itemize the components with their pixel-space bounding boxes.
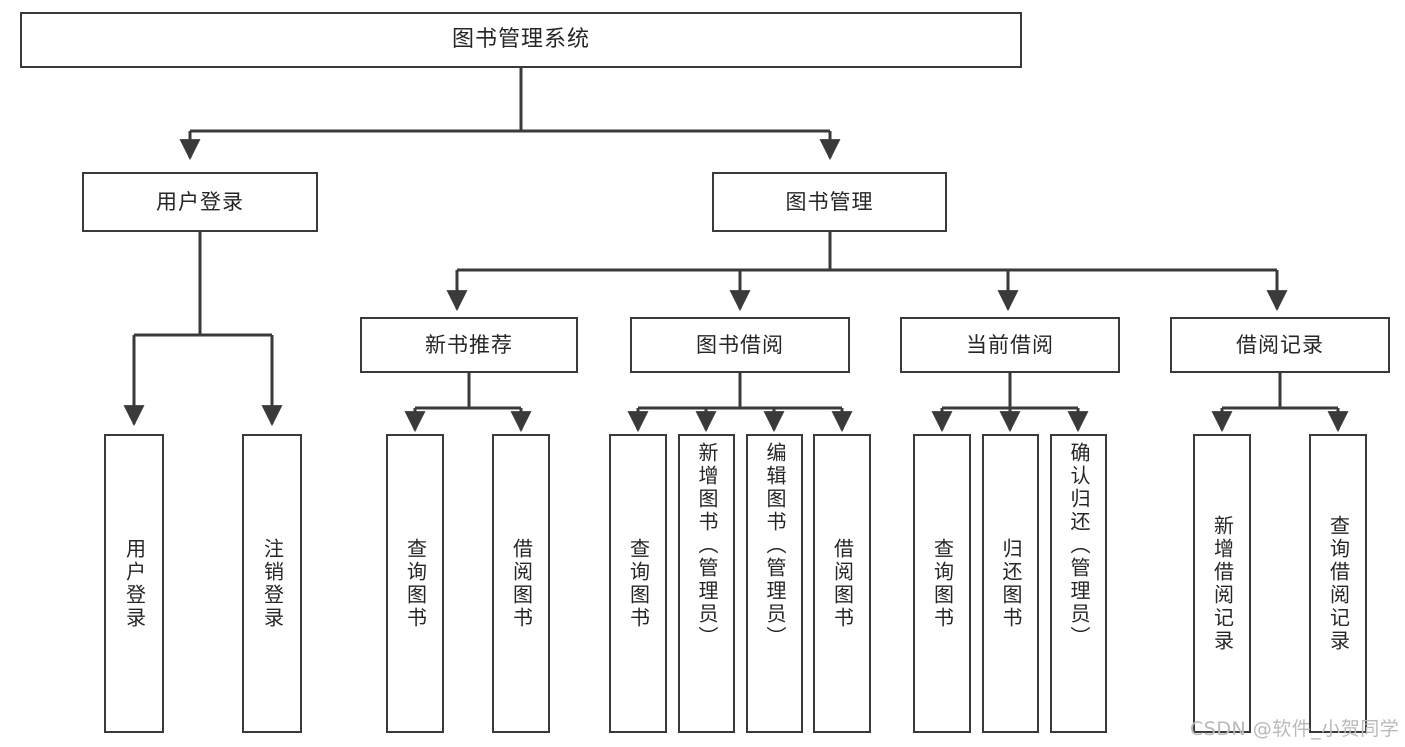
node-label: 借阅记录 bbox=[1236, 332, 1324, 357]
node-label: 查询图书 bbox=[403, 537, 428, 630]
node-label: 编辑图书（管理员） bbox=[763, 442, 787, 649]
leaf-user-login-logout[interactable]: 注销登录 bbox=[242, 434, 302, 733]
leaf-user-login-login[interactable]: 用户登录 bbox=[104, 434, 164, 733]
leaf-book-borrow-add[interactable]: 新增图书（管理员） bbox=[678, 434, 735, 733]
leaf-current-borrow-confirm-return[interactable]: 确认归还（管理员） bbox=[1050, 434, 1107, 733]
leaf-book-borrow-borrow[interactable]: 借阅图书 bbox=[813, 434, 871, 733]
node-label: 用户登录 bbox=[156, 189, 244, 214]
node-label: 查询图书 bbox=[930, 537, 955, 630]
leaf-current-borrow-return[interactable]: 归还图书 bbox=[982, 434, 1039, 733]
leaf-borrow-record-add[interactable]: 新增借阅记录 bbox=[1193, 434, 1251, 733]
node-label: 新书推荐 bbox=[425, 332, 513, 357]
node-root-system[interactable]: 图书管理系统 bbox=[20, 12, 1022, 68]
node-label: 查询图书 bbox=[626, 537, 651, 630]
node-label: 图书管理 bbox=[785, 189, 874, 214]
leaf-new-book-query[interactable]: 查询图书 bbox=[386, 434, 444, 733]
node-label: 用户登录 bbox=[122, 537, 147, 630]
leaf-book-borrow-query[interactable]: 查询图书 bbox=[609, 434, 667, 733]
node-label: 图书管理系统 bbox=[451, 27, 590, 53]
node-new-book-recommend[interactable]: 新书推荐 bbox=[360, 317, 578, 373]
node-label: 查询借阅记录 bbox=[1326, 514, 1351, 653]
node-label: 当前借阅 bbox=[966, 332, 1054, 357]
node-label: 图书借阅 bbox=[696, 332, 784, 357]
node-book-management[interactable]: 图书管理 bbox=[712, 172, 947, 232]
node-user-login[interactable]: 用户登录 bbox=[82, 172, 318, 232]
leaf-borrow-record-query[interactable]: 查询借阅记录 bbox=[1309, 434, 1367, 733]
leaf-current-borrow-query[interactable]: 查询图书 bbox=[913, 434, 971, 733]
node-label: 借阅图书 bbox=[509, 537, 534, 630]
node-current-borrow[interactable]: 当前借阅 bbox=[900, 317, 1120, 373]
leaf-new-book-borrow[interactable]: 借阅图书 bbox=[492, 434, 550, 733]
node-label: 归还图书 bbox=[999, 537, 1023, 630]
node-label: 新增图书（管理员） bbox=[695, 442, 719, 649]
node-label: 确认归还（管理员） bbox=[1067, 442, 1091, 649]
leaf-book-borrow-edit[interactable]: 编辑图书（管理员） bbox=[746, 434, 803, 733]
node-borrow-record[interactable]: 借阅记录 bbox=[1170, 317, 1390, 373]
node-label: 注销登录 bbox=[260, 537, 285, 630]
node-label: 借阅图书 bbox=[830, 537, 855, 630]
node-label: 新增借阅记录 bbox=[1210, 514, 1235, 653]
node-book-borrow[interactable]: 图书借阅 bbox=[630, 317, 850, 373]
